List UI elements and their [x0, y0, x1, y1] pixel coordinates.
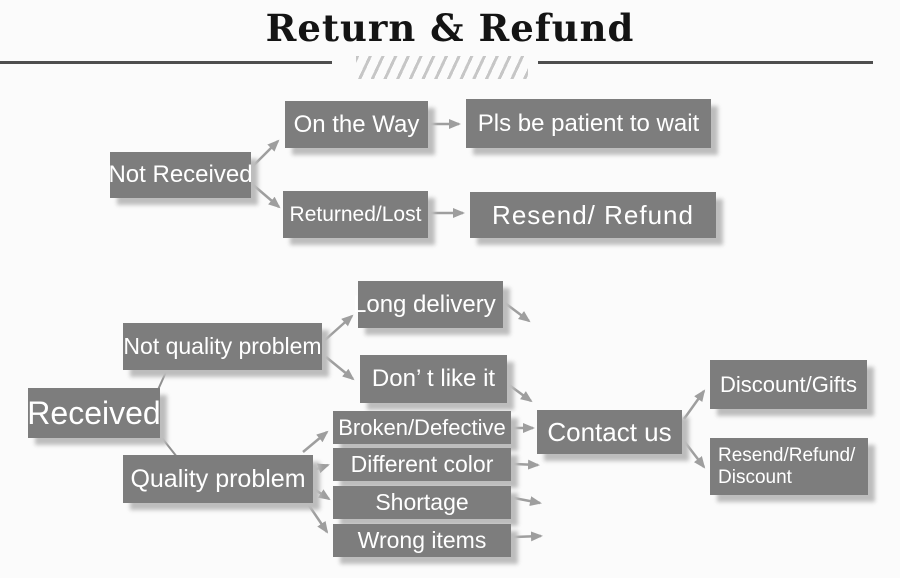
- flow-node-resend-refund-discount: Resend/Refund/ Discount: [710, 438, 868, 495]
- node-label: Broken/Defective: [338, 414, 506, 440]
- edge-not-quality-to-long-delivery: [324, 314, 354, 341]
- flow-node-not-received: Not Received: [108, 152, 253, 198]
- edge-not-quality-to-dont-like: [325, 356, 355, 381]
- flow-node-contact-us: Contact us: [537, 410, 682, 454]
- flow-node-returned-lost: Returned/Lost: [283, 191, 428, 238]
- edge-different-out: [513, 459, 540, 470]
- edge-contact-to-discount-gifts: [682, 389, 706, 420]
- flow-node-dont-like-it: Don’ t like it: [360, 355, 507, 403]
- edge-contact-to-resend-refund-discount: [683, 440, 706, 469]
- node-label: Quality problem: [130, 464, 306, 493]
- edge-quality-to-different: [313, 463, 330, 474]
- flow-node-quality-problem: Quality problem: [123, 455, 313, 503]
- node-label: Received: [27, 394, 161, 431]
- edge-quality-to-wrong: [306, 503, 329, 534]
- flow-node-discount-gifts: Discount/Gifts: [710, 360, 867, 409]
- flow-node-resend-refund: Resend/ Refund: [470, 192, 716, 238]
- node-label: Don’ t like it: [371, 365, 496, 392]
- hatch-stripes-decoration: [356, 56, 528, 79]
- edge-long-delivery-out: [504, 302, 531, 323]
- node-label: Discount/Gifts: [720, 371, 857, 397]
- node-label-line2: Discount: [718, 466, 792, 488]
- node-label: Returned/Lost: [289, 202, 422, 226]
- edge-not-received-to-on-the-way: [251, 139, 280, 168]
- flow-node-long-delivery: Long delivery: [353, 281, 503, 328]
- node-label-line1: Resend/Refund/: [718, 444, 856, 466]
- flow-node-on-the-way: On the Way: [285, 101, 428, 148]
- flow-node-pls-be-patient: Pls be patient to wait: [466, 99, 711, 148]
- node-label: Wrong items: [357, 527, 487, 553]
- node-label: Pls be patient to wait: [477, 109, 700, 137]
- title-rule-right: [538, 61, 873, 64]
- page-title: Return & Refund: [265, 6, 635, 50]
- node-label: Resend/ Refund: [492, 199, 694, 230]
- node-label: Long delivery: [353, 290, 496, 318]
- node-label: Different color: [350, 451, 494, 477]
- node-label: Not Received: [108, 161, 253, 188]
- edge-wrong-out: [513, 531, 543, 542]
- flow-node-wrong-items: Wrong items: [333, 524, 511, 557]
- edge-dont-like-to-contact-us: [508, 383, 533, 403]
- title-rule-left: [0, 61, 332, 64]
- node-label: On the Way: [293, 110, 420, 138]
- node-label: Not quality problem: [123, 333, 322, 359]
- flow-node-broken-defective: Broken/Defective: [333, 411, 511, 444]
- flow-node-different-color: Different color: [333, 448, 511, 481]
- flow-node-not-quality-problem: Not quality problem: [123, 323, 322, 370]
- flow-node-received: Received: [27, 388, 161, 438]
- edge-quality-to-shortage: [313, 487, 331, 501]
- node-label: Contact us: [547, 416, 672, 447]
- edge-not-received-to-returned-lost: [251, 183, 281, 209]
- edge-quality-to-broken: [302, 430, 329, 453]
- flow-node-shortage: Shortage: [333, 486, 511, 519]
- node-label: Shortage: [375, 489, 469, 515]
- edge-shortage-out: [513, 496, 542, 507]
